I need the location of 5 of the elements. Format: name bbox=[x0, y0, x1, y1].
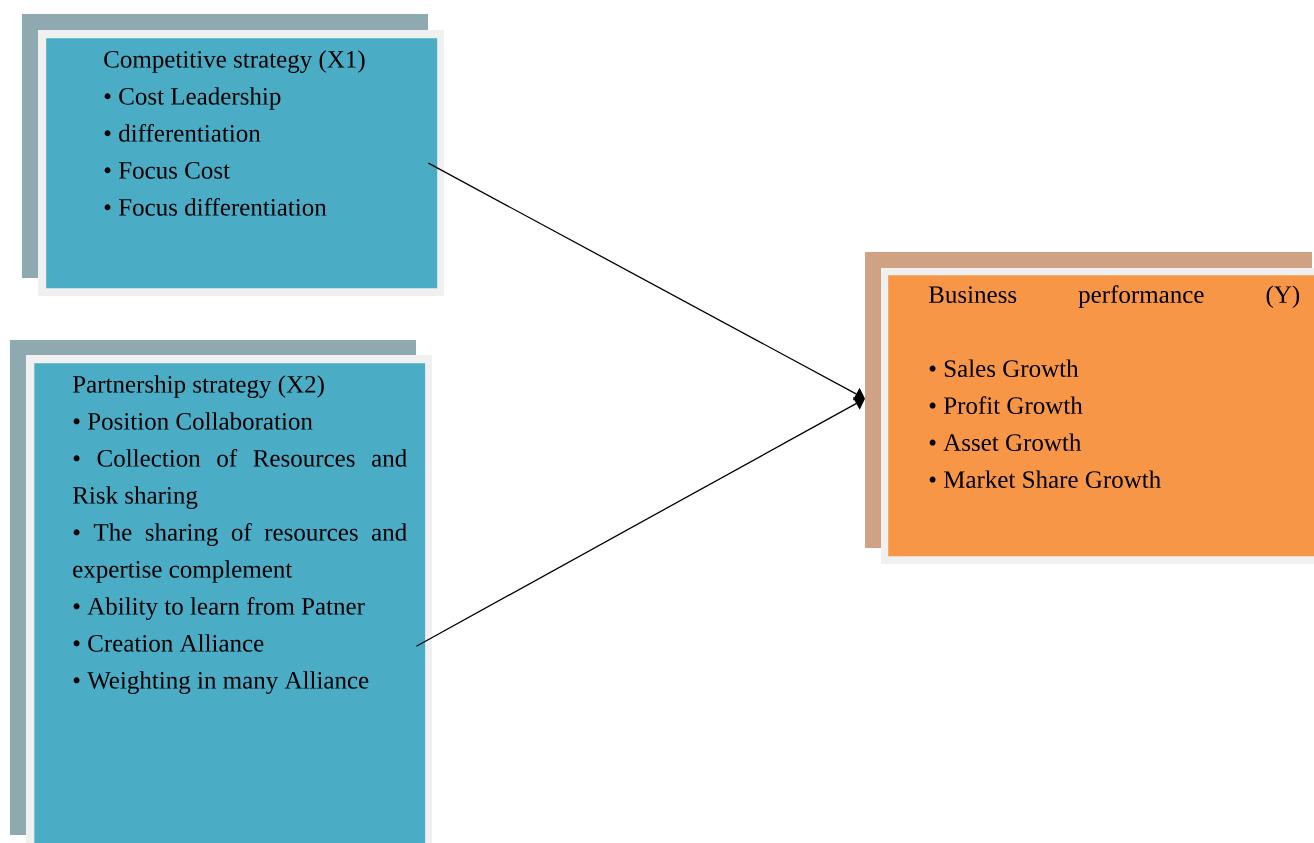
arrow bbox=[415, 397, 865, 647]
framed-box: Competitive strategy (X1) • Cost Leadership • differentiation • Focus Cost • Focus differentiation bbox=[22, 14, 444, 296]
framed-box: Business performance (Y) • Sales Growth • Profit Growth • Asset Growth • Market Share Growth bbox=[865, 252, 1314, 564]
framed-box: Partnership strategy (X2) • Position Collaboration • Collection of Resources and Risk sharing • The sharing of resources and expertise complement • Ability to learn from Patner • Creation Alliance • Weighting in many Alliance bbox=[10, 340, 432, 843]
arrow bbox=[427, 162, 865, 401]
